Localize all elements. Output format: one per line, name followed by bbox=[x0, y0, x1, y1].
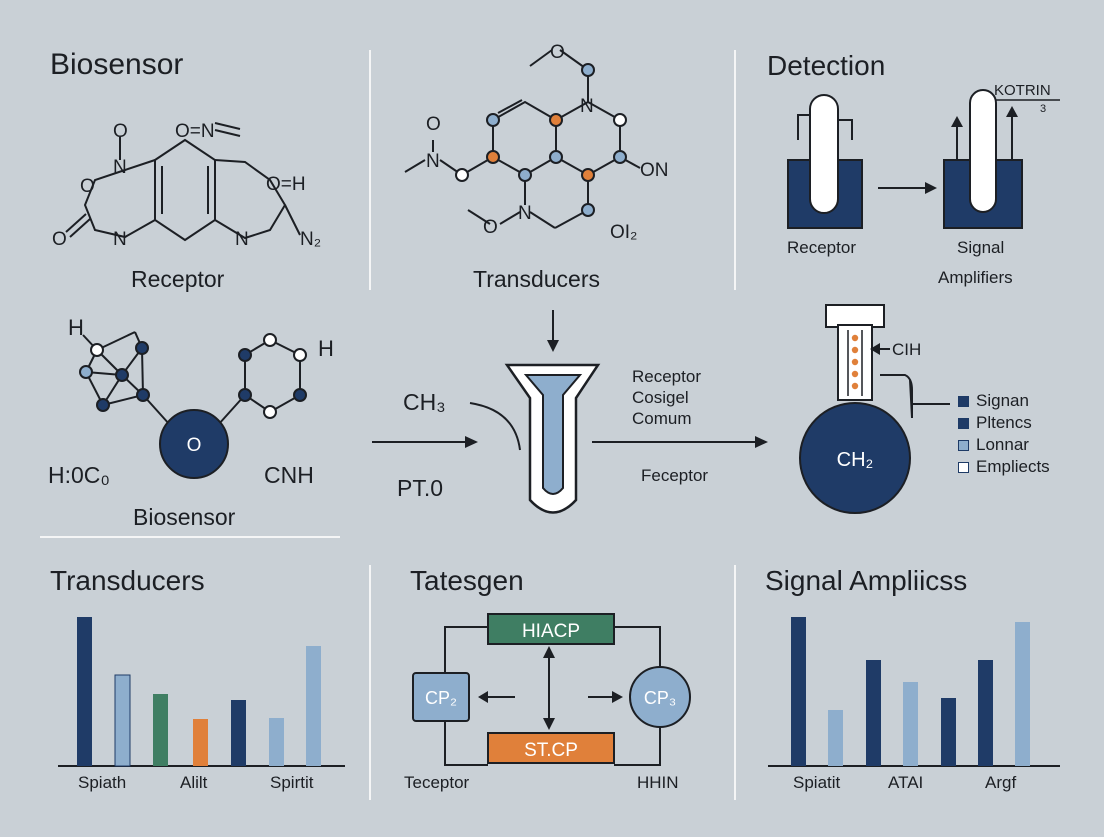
flow-title: Tatesgen bbox=[410, 565, 524, 596]
amplifiers-label: Amplifiers bbox=[938, 268, 1013, 287]
receptor-mid-3: Comum bbox=[632, 409, 692, 428]
atom-o-top: O bbox=[550, 42, 565, 63]
bar-left-label-3: Spirtit bbox=[270, 773, 314, 792]
legend-swatch bbox=[958, 461, 969, 473]
legend-label: Empliects bbox=[976, 457, 1050, 476]
receptor-mid-2: Cosigel bbox=[632, 388, 689, 407]
pt-label: PT.0 bbox=[397, 475, 444, 501]
cih-label: CIH bbox=[892, 340, 922, 359]
biosensor-title: Biosensor bbox=[50, 48, 184, 81]
network-center-label: O bbox=[187, 435, 202, 456]
bar-left-label-2: Alilt bbox=[180, 773, 208, 792]
ch2-apparatus bbox=[799, 304, 950, 514]
network-biosensor-label: Biosensor bbox=[133, 504, 236, 530]
bar-right-label-1: Spiatit bbox=[793, 773, 841, 792]
atom-n2: N bbox=[113, 229, 127, 250]
legend-label: Pltencs bbox=[976, 413, 1032, 432]
legend-label: Lonnar bbox=[976, 435, 1029, 454]
atom-on: O=N bbox=[175, 121, 215, 142]
atom-o2: O bbox=[80, 176, 95, 197]
legend-label: Signan bbox=[976, 391, 1029, 410]
biosensor-molecule bbox=[65, 137, 301, 242]
detection-diagram bbox=[787, 89, 1060, 229]
atom-n-b: N bbox=[518, 203, 532, 224]
legend-item: Pltencs bbox=[958, 412, 1050, 434]
legend-swatch bbox=[958, 439, 969, 451]
atom-oi2: OI₂ bbox=[610, 222, 637, 243]
atom-n1: N bbox=[113, 157, 127, 178]
atom-n-left: N bbox=[426, 151, 440, 172]
flow-bottom-box: ST.CP bbox=[524, 740, 578, 761]
legend-item: Empliects bbox=[958, 456, 1050, 478]
ch3-label: CH₃ bbox=[403, 389, 446, 415]
atom-o1: O bbox=[113, 121, 128, 142]
bar-right-label-2: ATAI bbox=[888, 773, 924, 792]
flow-right-circle: CP₃ bbox=[644, 688, 676, 708]
atom-oh: O=H bbox=[266, 174, 306, 195]
receptor-label: Receptor bbox=[131, 266, 225, 292]
detection-receptor-label: Receptor bbox=[787, 238, 856, 257]
flow-left-box: CP₂ bbox=[425, 688, 457, 708]
detection-title: Detection bbox=[767, 50, 886, 81]
network-right-label: CNH bbox=[264, 462, 314, 488]
flow-label-right: HHIN bbox=[637, 773, 679, 792]
flow-diagram bbox=[412, 613, 691, 766]
atom-o3: O bbox=[52, 229, 67, 250]
receptor-mid-1: Receptor bbox=[632, 367, 701, 386]
biosensor-atoms: O N O O N O=N O=H N N₂ bbox=[52, 121, 321, 250]
legend-swatch bbox=[958, 395, 969, 407]
ch2-label: CH₂ bbox=[837, 449, 874, 471]
signal-label: Signal bbox=[957, 238, 1005, 257]
bar-left-label-1: Spiath bbox=[78, 773, 127, 792]
atom-n4: N₂ bbox=[300, 229, 321, 250]
feceptor-label: Feceptor bbox=[641, 466, 709, 485]
network-h-top: H bbox=[68, 315, 84, 340]
kotrin-label: KOTRIN bbox=[994, 82, 1051, 99]
transducer-atoms: O N O N ON O N OI₂ bbox=[426, 42, 669, 243]
transducer-nodes bbox=[455, 63, 627, 217]
atom-on-right: ON bbox=[640, 160, 669, 181]
transducer-molecule bbox=[404, 49, 641, 229]
network-h-right: H bbox=[318, 336, 334, 361]
atom-o-bl: O bbox=[483, 217, 498, 238]
atom-n3: N bbox=[235, 229, 249, 250]
bar-chart-left bbox=[58, 617, 345, 767]
bar-left-title: Transducers bbox=[50, 565, 205, 596]
legend-swatch bbox=[958, 417, 969, 429]
on-double-bond bbox=[214, 122, 241, 137]
bar-chart-right bbox=[768, 617, 1060, 767]
atom-n-top: N bbox=[580, 96, 594, 117]
legend-item: Signan bbox=[958, 390, 1050, 412]
flow-top-box: HIACP bbox=[522, 621, 580, 642]
middle-diagram bbox=[372, 310, 768, 514]
network-left-label: H:0C₀ bbox=[48, 462, 110, 488]
legend-item: Lonnar bbox=[958, 434, 1050, 456]
transducers-label: Transducers bbox=[473, 266, 600, 292]
kotrin-sub: 3 bbox=[1040, 103, 1047, 115]
legend: Signan Pltencs Lonnar Empliects bbox=[958, 390, 1050, 478]
network-nodes bbox=[79, 333, 307, 479]
panel-dividers bbox=[40, 50, 736, 800]
bar-right-title: Signal Ampliicss bbox=[765, 565, 968, 596]
flow-label-left: Teceptor bbox=[404, 773, 470, 792]
bar-right-label-3: Argf bbox=[985, 773, 1017, 792]
atom-o-left: O bbox=[426, 114, 441, 135]
